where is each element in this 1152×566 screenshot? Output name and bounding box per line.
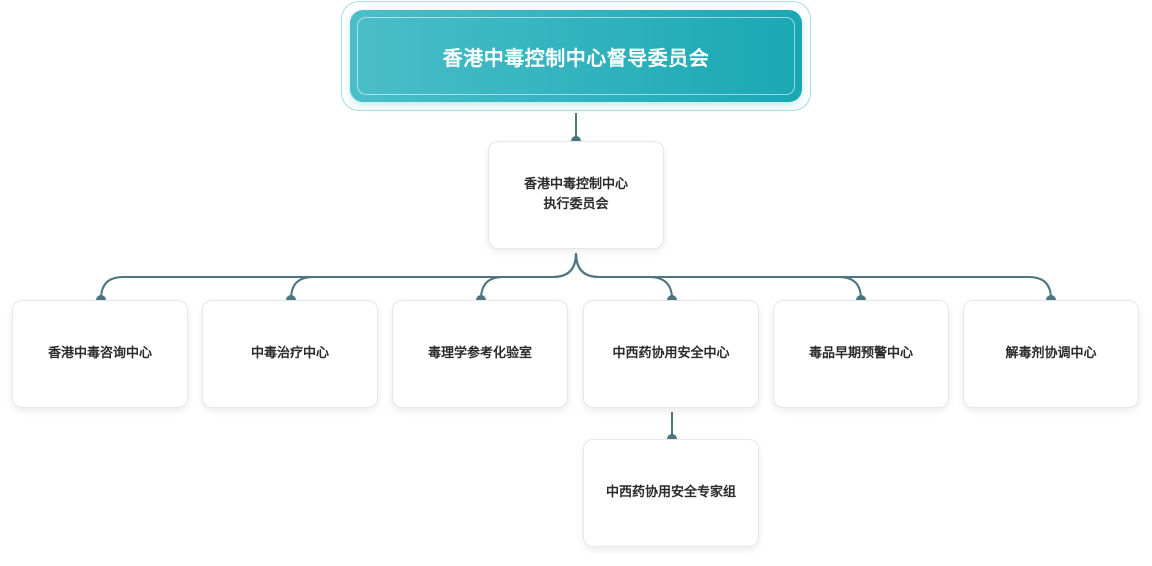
department-node-poison-information-centre: 香港中毒咨询中心 [12, 300, 188, 408]
steering-committee-inner-border [357, 17, 795, 95]
department-label: 中西药协用安全中心 [612, 346, 730, 361]
department-node-drug-early-warning-centre: 毒品早期预警中心 [773, 300, 949, 408]
sub-unit-label: 中西药协用安全专家组 [605, 485, 736, 500]
connector-executive-to-lab [480, 252, 577, 300]
steering-committee-fill: 香港中毒控制中心督导委员会 [350, 10, 802, 102]
department-label: 毒理学参考化验室 [427, 346, 532, 361]
steering-committee-label: 香港中毒控制中心督导委员会 [442, 45, 710, 70]
executive-committee-label-line1: 香港中毒控制中心 [523, 177, 628, 192]
department-node-toxicology-reference-lab: 毒理学参考化验室 [392, 300, 568, 408]
department-node-herb-drug-safety-centre: 中西药协用安全中心 [583, 300, 759, 408]
department-label: 毒品早期预警中心 [808, 346, 913, 361]
department-label: 解毒剂协调中心 [1005, 346, 1097, 361]
sub-unit-node-herb-drug-expert-panel: 中西药协用安全专家组 [583, 439, 759, 547]
steering-committee-node: 香港中毒控制中心督导委员会 [341, 1, 811, 111]
department-node-poison-treatment-centre: 中毒治疗中心 [202, 300, 378, 408]
department-label: 中毒治疗中心 [250, 346, 329, 361]
connector-executive-to-antidote [575, 252, 1052, 300]
department-label: 香港中毒咨询中心 [47, 346, 152, 361]
executive-committee-node: 香港中毒控制中心 执行委员会 [488, 141, 664, 249]
department-node-antidote-coordination-centre: 解毒剂协调中心 [963, 300, 1139, 408]
executive-committee-label-line2: 执行委员会 [543, 197, 609, 212]
